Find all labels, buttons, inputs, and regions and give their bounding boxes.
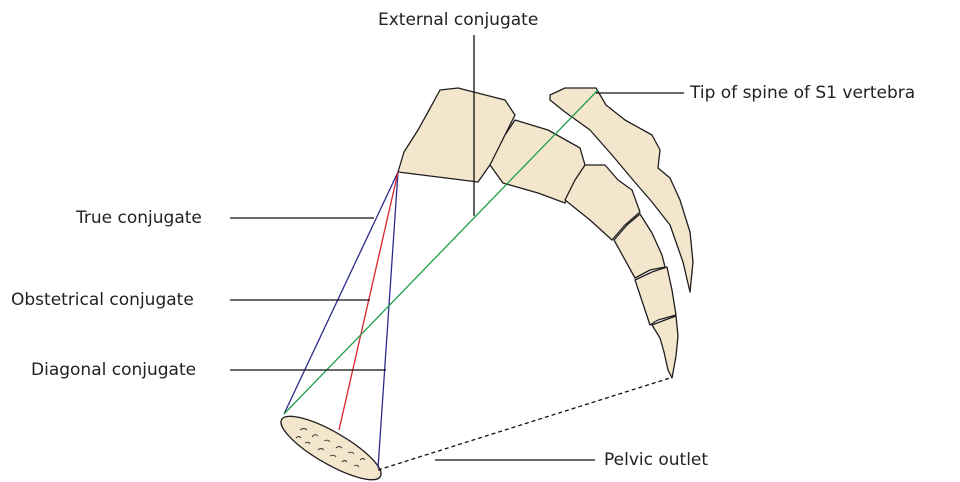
s5-vertebral-body <box>635 267 676 325</box>
sacrum-coccyx-bones <box>398 88 693 378</box>
pelvic-outlet-label: Pelvic outlet <box>604 450 708 470</box>
coccyx-tip <box>652 316 678 378</box>
pelvic-outlet-ring <box>274 406 389 482</box>
pubic-symphysis-section <box>274 406 389 482</box>
diagonal-conjugate-label: Diagonal conjugate <box>31 360 196 380</box>
external-conjugate-label: External conjugate <box>378 10 538 30</box>
tip-of-spine-label: Tip of spine of S1 vertebra <box>690 83 915 103</box>
true-conjugate-label: True conjugate <box>76 208 202 228</box>
obstetrical-conjugate-label: Obstetrical conjugate <box>11 290 194 310</box>
true-conjugate-line-left <box>284 172 398 414</box>
